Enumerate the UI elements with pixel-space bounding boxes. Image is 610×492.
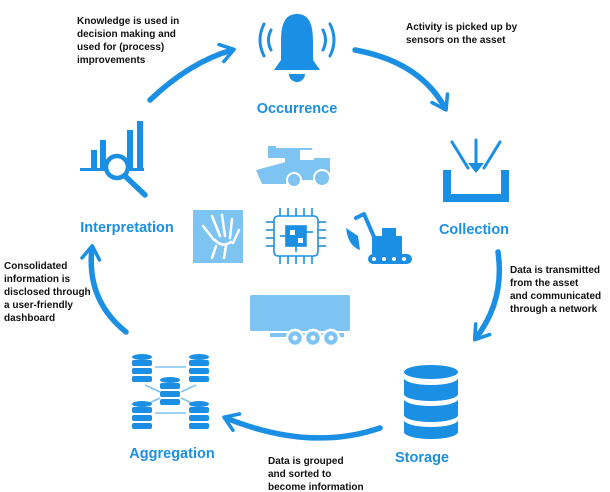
note-right: Data is transmitted from the asset and c… xyxy=(510,265,604,315)
arrow-occurrence-to-collection xyxy=(352,47,450,112)
db-node-top-right xyxy=(189,354,209,382)
chart-magnifier-icon xyxy=(80,121,148,198)
xray-hand-icon xyxy=(193,210,243,263)
arrow-interpretation-to-occurrence xyxy=(147,42,236,103)
truck-trailer-icon xyxy=(250,295,350,348)
microchip-icon xyxy=(266,208,326,264)
stage-label-interpretation: Interpretation xyxy=(80,220,173,236)
note-top-right: Activity is picked up by sensors on the … xyxy=(406,22,520,46)
excavator-icon xyxy=(346,212,412,264)
note-left: Consolidated information is disclosed th… xyxy=(4,261,93,324)
arrow-aggregation-to-interpretation xyxy=(80,244,129,335)
bell-icon xyxy=(258,14,336,82)
note-bottom: Data is grouped and sorted to become inf… xyxy=(268,456,364,492)
combine-harvester-icon xyxy=(256,146,331,188)
db-node-bottom-right xyxy=(189,401,209,429)
db-node-bottom-left xyxy=(132,401,152,429)
note-top-left: Knowledge is used in decision making and… xyxy=(77,16,182,66)
database-icon xyxy=(404,365,458,439)
stage-label-aggregation: Aggregation xyxy=(129,446,214,462)
cycle-arrows xyxy=(80,42,503,441)
funnel-collection-icon xyxy=(443,138,509,202)
stage-label-occurrence: Occurrence xyxy=(257,101,338,117)
stage-label-storage: Storage xyxy=(395,450,449,466)
arrow-collection-to-storage xyxy=(472,249,503,342)
database-network-icon xyxy=(132,354,209,429)
db-node-center xyxy=(160,377,180,405)
arrow-storage-to-aggregation xyxy=(222,412,383,441)
stage-label-collection: Collection xyxy=(439,222,509,238)
db-node-top-left xyxy=(132,354,152,382)
